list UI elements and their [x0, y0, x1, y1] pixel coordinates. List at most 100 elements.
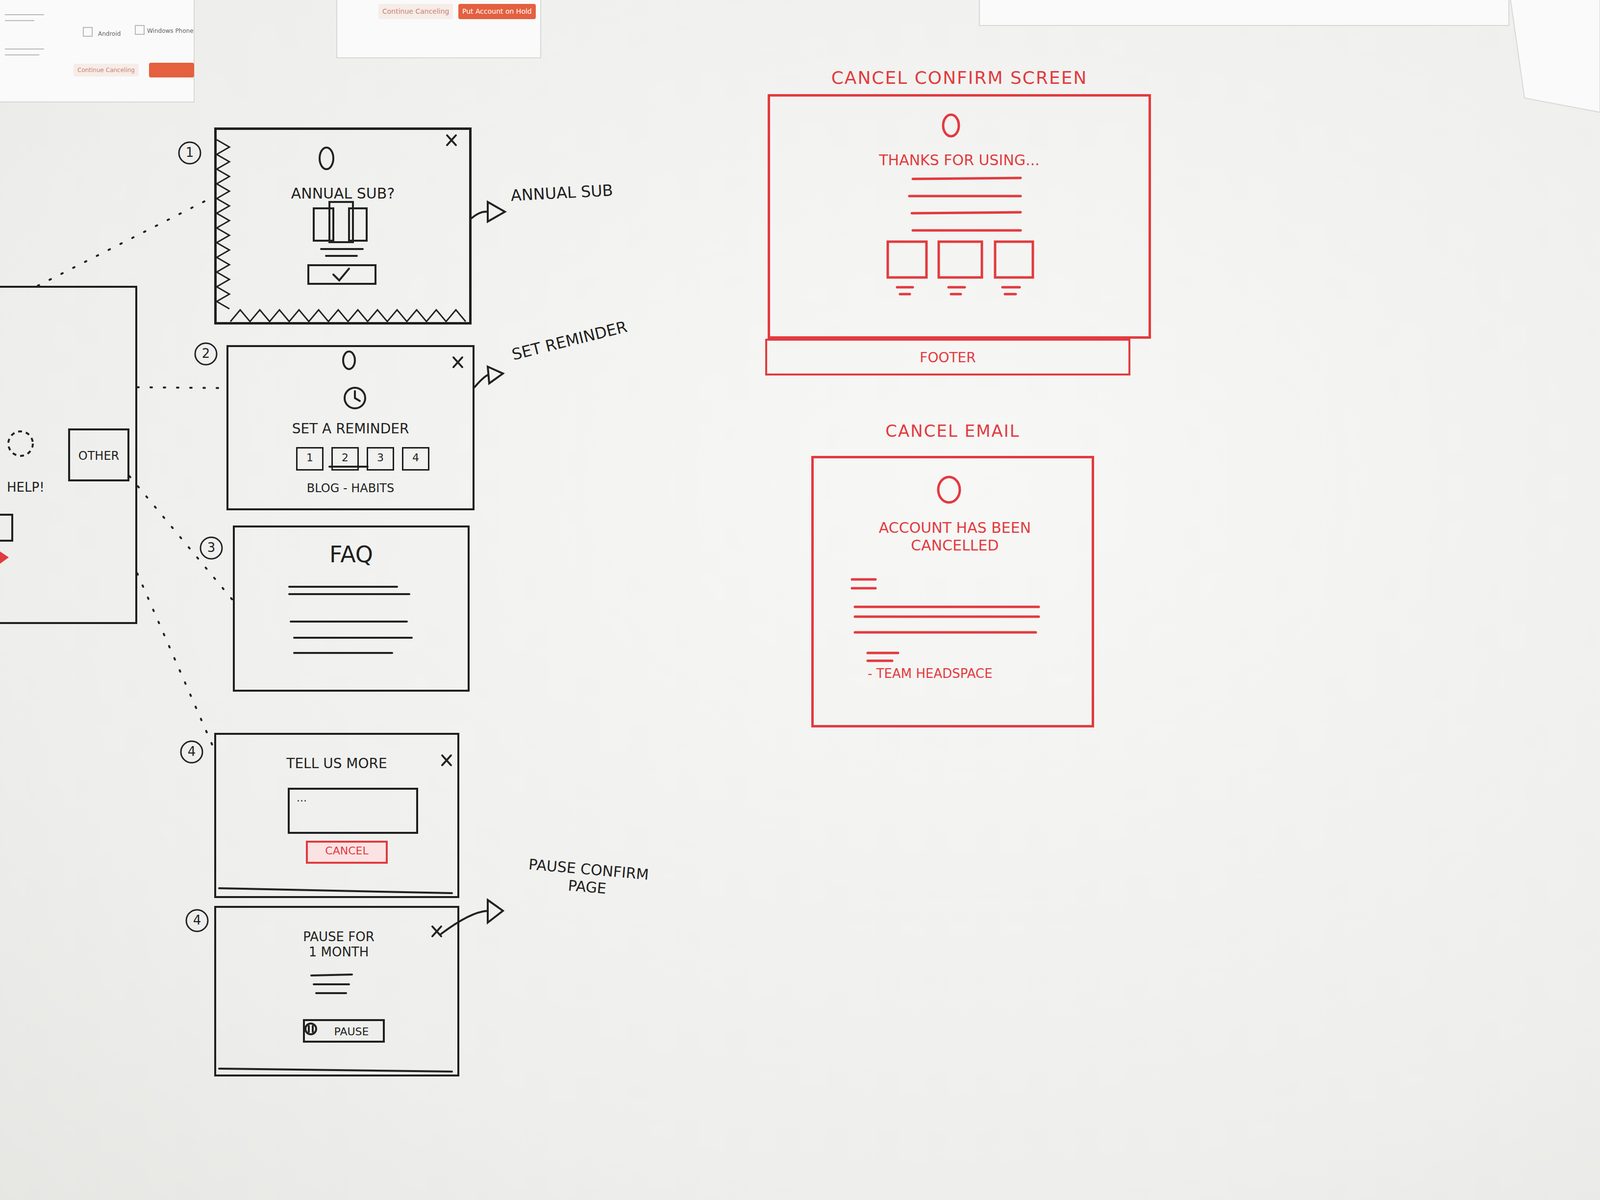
hatching [216, 139, 466, 322]
sketch-ink [453, 357, 463, 368]
text-slot: 3 [203, 541, 219, 555]
node-heading: CANCEL CONFIRM SCREEN [831, 67, 1088, 89]
red-sketch-ink [995, 241, 1033, 278]
text-slot: FOOTER [767, 349, 1129, 367]
hatching [216, 139, 230, 309]
red-sketch-ink [851, 114, 1039, 661]
sketch-ink [487, 201, 505, 222]
sketch-ink [308, 265, 376, 284]
red-sketch-ink [943, 114, 959, 137]
dotted-connector [37, 196, 215, 286]
text-slot: 3 [368, 451, 393, 465]
red-sketch-ink [867, 652, 899, 661]
red-sketch-ink [938, 241, 982, 278]
left-screen-ink [8, 431, 33, 456]
text-slot: CANCEL CONFIRM SCREEN [770, 67, 1149, 89]
text-slot: Continue Canceling [378, 3, 453, 20]
text-slot: ACCOUNT HAS BEEN CANCELLED [847, 519, 1063, 555]
printed-paper [979, 0, 1509, 26]
node-text: PAUSE FOR 1 MONTH [297, 929, 380, 960]
callout-circles [178, 142, 201, 164]
text-slot: ANNUAL SUB [510, 180, 614, 205]
red-sketch-ink [854, 606, 1039, 633]
printed-paper [336, 0, 541, 58]
node-text: TELL US MORE [286, 755, 387, 773]
text-slot: 2 [198, 347, 214, 361]
node-text: ANNUAL SUB? [291, 184, 396, 203]
sketch-ink [344, 387, 366, 409]
sketch-ink [474, 375, 488, 388]
red-sketch-ink [887, 241, 927, 278]
text-slot: - TEAM HEADSPACE [867, 666, 993, 682]
paper-details [83, 27, 93, 37]
node-text: ACCOUNT HAS BEEN CANCELLED [847, 519, 1063, 555]
text-slot: 4 [184, 745, 200, 759]
node-text: PAUSE [334, 1025, 370, 1039]
dotted-connector [137, 573, 215, 750]
printed-paper [1510, 0, 1600, 113]
text-slot: 4 [189, 913, 205, 927]
sketch-ink [311, 974, 352, 994]
modal-screen: PAUSE FOR 1 MONTH PAUSE [214, 905, 460, 1077]
node-text: OTHER [78, 449, 120, 464]
callout-number: 4 [193, 913, 202, 927]
hatching [230, 309, 466, 322]
callout-circles [186, 909, 208, 932]
sketch-ink [219, 1068, 452, 1072]
text-slot: CANCEL [307, 844, 386, 858]
sketch-ink [219, 135, 505, 1072]
screen-box: CANCEL CONFIRM SCREENTHANKS FOR USING... [767, 94, 1151, 339]
dotted-connector [137, 387, 227, 389]
text-slot: SET A REMINDER [228, 420, 473, 438]
node-text: 3 [376, 451, 384, 465]
printed-paper [0, 0, 195, 102]
callout-number: 4 [187, 745, 197, 759]
node-text: FAQ [329, 541, 374, 569]
option-box: 4 [401, 447, 430, 471]
sketch-ink [487, 900, 503, 923]
footer-band: FOOTER [765, 338, 1131, 376]
node-text: 1 [306, 451, 314, 465]
modal-screen: ANNUAL SUB? [214, 127, 472, 325]
callout-label: SET REMINDER [509, 317, 629, 365]
dotted-connector [129, 475, 233, 600]
paper-button: Continue Canceling [73, 63, 139, 77]
option-box: 3 [366, 447, 395, 471]
text-slot: Put Account on Hold [458, 3, 536, 20]
text-slot: PAUSE [319, 1025, 384, 1039]
node-text: 2 [341, 451, 349, 465]
paper-details [4, 14, 145, 55]
text-slot: ANNUAL SUB? [216, 184, 470, 203]
callout-label: PAUSE CONFIRM PAGE [508, 853, 668, 903]
text-slot: THANKS FOR USING... [770, 151, 1149, 170]
node-text: FOOTER [919, 349, 976, 367]
modal-screen: TELL US MORE... CANCEL [214, 732, 460, 899]
sketch-ink [308, 1025, 313, 1032]
left-screen-ink [0, 514, 13, 541]
node-text: SET A REMINDER [292, 420, 410, 438]
cancel-button: CANCEL [305, 840, 388, 864]
callout-circles [195, 343, 217, 365]
text-slot: 2 [332, 451, 358, 465]
node-text: CANCEL [325, 844, 369, 858]
sketch-ink [432, 926, 442, 937]
paper-text: Windows Phone [147, 27, 194, 35]
callout-number: 1 [185, 146, 195, 160]
text-slot: Windows Phone [147, 25, 194, 35]
text-slot: 1 [182, 146, 198, 160]
text-slot: PAUSE FOR 1 MONTH [297, 929, 380, 960]
option-box: 2 [331, 447, 359, 471]
text-slot: Continue Canceling [73, 63, 139, 77]
text-slot: ... [296, 791, 307, 805]
sketch-ink [441, 910, 488, 934]
sketch-ink [343, 351, 355, 370]
orange-button [149, 62, 195, 78]
callout-circles [200, 537, 223, 559]
sketch-ink [354, 391, 360, 401]
callout-number: 2 [201, 347, 211, 361]
callout-label: ANNUAL SUB [510, 180, 614, 205]
node-text: HELP! [6, 479, 45, 496]
callout-circles [180, 741, 203, 763]
